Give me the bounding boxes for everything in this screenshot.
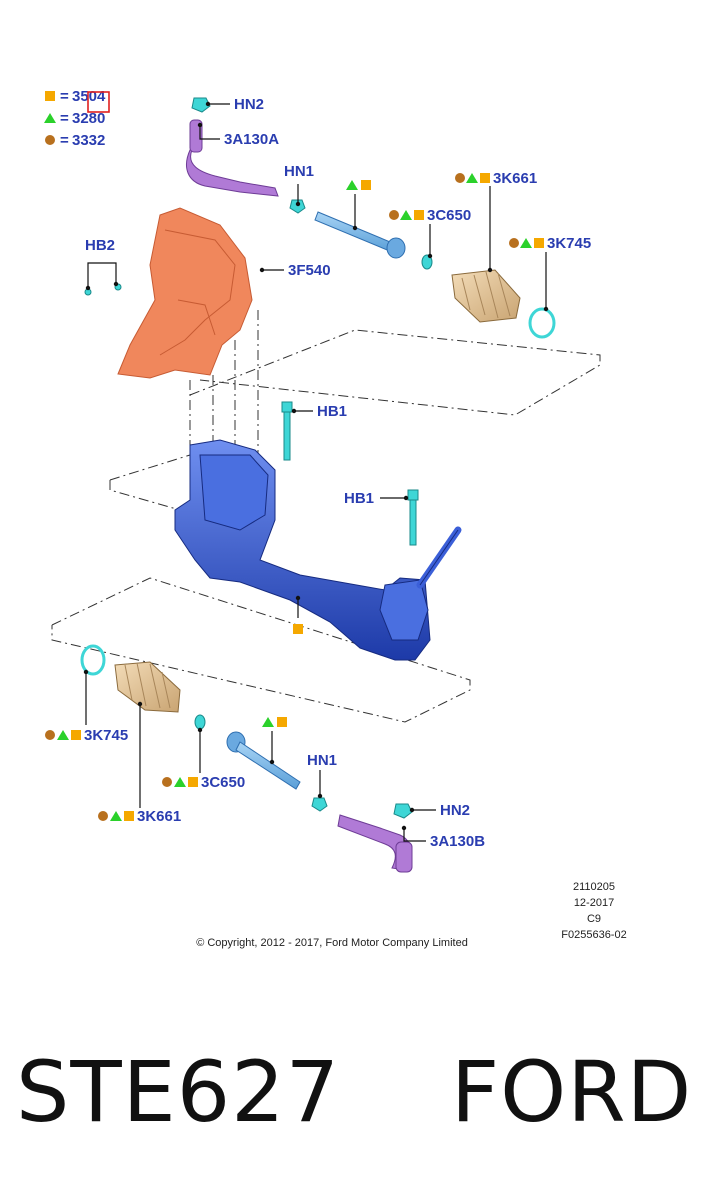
legend-eq-2: = [60,110,69,127]
clamp-ring-3k745-top [528,307,556,339]
tie-rod-end-3a130a [186,119,279,197]
marker-square-3k661-top [480,173,490,183]
heat-shield-3f540 [117,207,253,379]
steering-rack-housing [174,439,462,661]
assembly-outline-upper [189,329,601,416]
jam-nut-hn1-bottom [311,797,328,812]
marker-circle-3k661-bottom [98,811,108,821]
marker-triangle-3c650-bottom [174,777,186,787]
label-3c650-top: 3C650 [427,207,471,224]
legend: = 3504 = 3280 = 3332 [44,88,110,149]
bolt-hb1-b [407,489,419,546]
label-3k745-top: 3K745 [547,235,591,252]
label-hb1-a: HB1 [317,403,347,420]
legend-triangle-swatch [44,113,56,123]
label-3c650-bottom: 3C650 [201,774,245,791]
marker-circle-3c650-top [389,210,399,220]
marker-triangle-rod-top [346,180,358,190]
label-3a130b: 3A130B [430,833,485,850]
label-hn1-top: HN1 [284,163,314,180]
label-hn2-bottom: HN2 [440,802,470,819]
jam-nut-hn1-top [289,199,306,214]
marker-triangle-rod-bottom [262,717,274,727]
title-gap [340,1043,451,1141]
legend-value-3504: 3504 [72,88,106,105]
marker-circle-3c650-bottom [162,777,172,787]
label-hb1-b: HB1 [344,490,374,507]
marker-circle-3k745-top [509,238,519,248]
label-3k661-bottom: 3K661 [137,808,181,825]
marker-triangle-3k745-bottom [57,730,69,740]
marker-square-3k745-top [534,238,544,248]
boot-3k661-top [451,269,521,323]
marker-square-rod-bottom [277,717,287,727]
highlight-box [87,91,110,113]
marker-triangle-3k661-bottom [110,811,122,821]
marker-square-3c650-top [414,210,424,220]
marker-square-3k661-bottom [124,811,134,821]
drawing-number: F0255636-02 [561,929,626,941]
assembly-outline-lower [51,577,471,723]
marker-square-3c650-bottom [188,777,198,787]
label-hb2: HB2 [85,237,115,254]
assembly-outline-rack [109,454,191,481]
brand-name: FORD [450,1043,693,1141]
legend-eq-1: = [60,88,69,105]
drawing-revision: C9 [587,913,601,925]
inner-tie-rod-bottom [226,731,301,790]
clamp-ring-3k745-bottom [80,644,106,676]
label-3k745-bottom: 3K745 [84,727,128,744]
drawing-date: 12-2017 [574,897,614,909]
nut-hn2-top [191,97,211,113]
legend-square-swatch [45,91,55,101]
assembly-outline-left [109,480,181,511]
bolt-hb1-a [281,401,293,461]
marker-square-rod-top [361,180,371,190]
marker-circle-3k745-bottom [45,730,55,740]
legend-eq-3: = [60,132,69,149]
nut-hn2-bottom [393,803,413,819]
boot-3k661-bottom [114,661,181,713]
label-3f540: 3F540 [288,262,331,279]
marker-triangle-3k661-top [466,173,478,183]
legend-value-3332: 3332 [72,132,105,149]
marker-triangle-3k745-top [520,238,532,248]
marker-square-3k745-bottom [71,730,81,740]
marker-triangle-3c650-top [400,210,412,220]
clamp-3c650-top [421,254,433,270]
label-hn1-bottom: HN1 [307,752,337,769]
legend-value-3280: 3280 [72,110,105,127]
label-3a130a: 3A130A [224,131,279,148]
tie-rod-end-3a130b [337,814,413,873]
label-hn2-top: HN2 [234,96,264,113]
label-3k661-top: 3K661 [493,170,537,187]
part-number: STE627 [16,1043,341,1141]
inner-tie-rod-top [314,211,406,259]
footer-title: STE627 FORD [16,1050,692,1134]
marker-square-rack [293,624,303,634]
steering-gear-exploded-diagram: = 3504 = 3280 = 3332 [44,88,627,949]
copyright-text: © Copyright, 2012 - 2017, Ford Motor Com… [196,937,468,949]
legend-circle-swatch [45,135,55,145]
drawing-id: 2110205 [573,881,615,893]
marker-circle-3k661-top [455,173,465,183]
clamp-3c650-bottom [194,714,206,730]
